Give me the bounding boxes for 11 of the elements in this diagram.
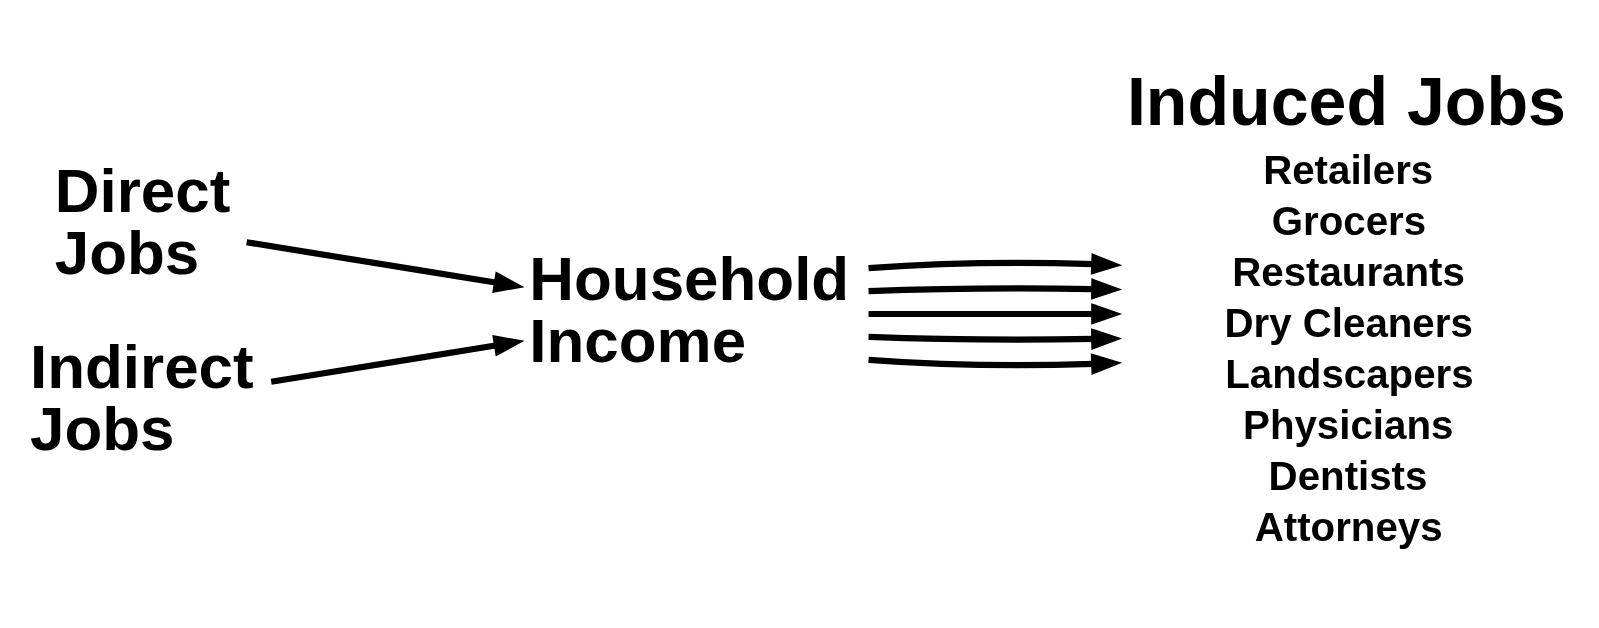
arrow [868,253,1123,275]
arrow [868,353,1123,375]
arrow [246,239,525,293]
arrow [270,335,525,385]
arrow [868,328,1123,350]
arrow [868,278,1123,300]
arrow [868,303,1123,325]
node-text: Direct Jobs [54,155,231,287]
node-text: Induced Jobs Retailers Grocers Restaurants Dry Cleaners Landscapers Physicians Dentists Attorneys [1126,63,1566,551]
node-text: Indirect Jobs [30,332,254,464]
node-text: Household Income [529,244,850,375]
